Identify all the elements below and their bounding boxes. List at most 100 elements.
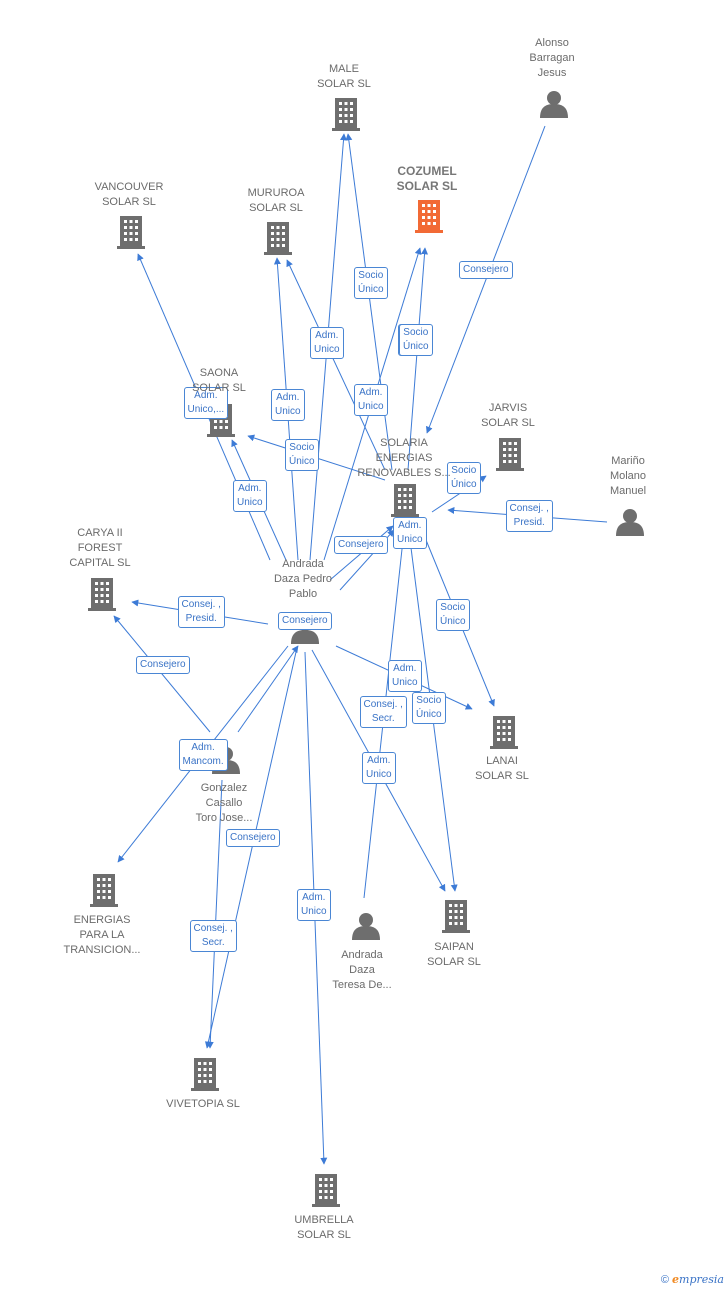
- edge-label-andrada-vancouver[interactable]: Adm.Unico,...: [183, 387, 229, 419]
- building-icon-energias[interactable]: [90, 874, 118, 907]
- footer-brand: © empresia: [661, 1273, 724, 1286]
- edge-solaria-mururoa: [286, 259, 386, 471]
- edge-label-line: Adm.: [393, 663, 417, 674]
- node-label-line: Mariño: [611, 455, 645, 467]
- edge-label-line: Consejero: [140, 659, 186, 670]
- edge-label-andrada-vivetopia[interactable]: Consejero: [226, 829, 280, 847]
- edge-label-andrada-saipan[interactable]: Adm.Unico: [362, 752, 396, 784]
- node-label-line: Teresa De...: [332, 979, 392, 991]
- edge-label-andrada-mururoa[interactable]: Adm.Unico: [271, 389, 305, 421]
- edge-label-line: Socio: [403, 327, 429, 338]
- edge-label-andrada-carya[interactable]: Consej. ,Presid.: [177, 596, 225, 628]
- node-label-line: PARA LA: [79, 929, 125, 941]
- edge-label-line: Unico: [314, 344, 340, 355]
- node-label-line: TRANSICION...: [63, 944, 141, 956]
- edge-label-line: Unico: [275, 406, 301, 417]
- edge-label-andrada-umbrella[interactable]: Adm.Unico: [297, 889, 331, 921]
- node-label-line: Gonzalez: [200, 782, 248, 794]
- edge-label-gonzalez-vivetopia[interactable]: Consej. ,Secr.: [189, 920, 237, 952]
- edge-label-line: Único: [289, 456, 315, 467]
- edge-label-line: Adm.: [398, 520, 422, 531]
- edge-label-andrada-male[interactable]: Adm.Unico: [310, 327, 344, 359]
- edge-label-line: Consej. ,: [509, 503, 549, 514]
- node-label-line: Pablo: [288, 588, 318, 600]
- edge-label-andrada-saona[interactable]: Adm.Unico: [233, 480, 267, 512]
- node-label-saipan[interactable]: SAIPAN SOLAR SL: [394, 940, 514, 970]
- edge-label-gonzalez-andrada[interactable]: Consejero: [278, 612, 332, 630]
- building-icon-saipan[interactable]: [442, 900, 470, 933]
- building-icon-carya[interactable]: [88, 578, 116, 611]
- building-icon-lanai[interactable]: [490, 716, 518, 749]
- building-icon-male[interactable]: [332, 98, 360, 131]
- edge-label-line: Socio: [451, 465, 477, 476]
- edge-label-line: Único: [451, 479, 477, 490]
- person-icon-teresa[interactable]: [352, 913, 380, 940]
- node-label-line: Molano: [609, 470, 647, 482]
- edge-label-solaria-mururoa[interactable]: Adm.Unico: [354, 384, 388, 416]
- person-icon-marino[interactable]: [616, 509, 644, 536]
- edge-label-line: Unico: [237, 497, 263, 508]
- brand-name: mpresia: [679, 1273, 724, 1286]
- building-icon-vancouver[interactable]: [117, 216, 145, 249]
- edge-label-andrada-energias[interactable]: Adm.Mancom.: [178, 739, 228, 771]
- node-label-line: Daza Pedro: [273, 573, 333, 585]
- edge-label-alonso-solaria[interactable]: Consejero: [459, 261, 513, 279]
- building-icon-solaria[interactable]: [391, 484, 419, 517]
- node-label-line: ENERGIAS: [375, 452, 433, 464]
- edge-label-andrada-solaria[interactable]: Adm.Unico: [393, 517, 427, 549]
- copyright-icon: ©: [660, 1274, 669, 1286]
- node-label-line: SAIPAN: [434, 941, 474, 953]
- node-label-line: SOLAR SL: [396, 179, 458, 193]
- node-label-line: UMBRELLA: [294, 1214, 354, 1226]
- node-label-line: SOLARIA: [380, 437, 428, 449]
- node-label-line: FOREST: [77, 542, 123, 554]
- node-label-line: Daza: [349, 964, 375, 976]
- edge-label-teresa-solaria[interactable]: Consej. ,Secr.: [359, 696, 407, 728]
- building-icon-vivetopia[interactable]: [191, 1058, 219, 1091]
- building-icon-cozumel[interactable]: [415, 200, 443, 233]
- edge-label-line: Socio: [416, 695, 442, 706]
- edge-alonso-solaria: [425, 125, 546, 434]
- edge-label-line: Consej. ,: [181, 599, 221, 610]
- edge-label-andrada-solaria[interactable]: Consejero: [334, 536, 388, 554]
- node-label-line: Barragan: [529, 52, 575, 64]
- building-icon-umbrella[interactable]: [312, 1174, 340, 1207]
- building-icon-jarvis[interactable]: [496, 438, 524, 471]
- edge-label-andrada-lanai[interactable]: Adm.Unico: [388, 660, 422, 692]
- person-icon-alonso[interactable]: [540, 91, 568, 118]
- node-label-line: SAONA: [199, 367, 239, 379]
- node-label-line: SOLAR SL: [317, 78, 371, 90]
- edge-label-line: Consej. ,: [193, 923, 233, 934]
- edge-label-marino-solaria[interactable]: Consej. ,Presid.: [505, 500, 553, 532]
- node-label-vivetopia[interactable]: VIVETOPIA SL: [143, 1097, 263, 1112]
- edge-gonzalez-vivetopia: [206, 779, 223, 1049]
- edge-label-gonzalez-carya[interactable]: Consejero: [136, 656, 190, 674]
- node-label-line: Andrada: [341, 949, 383, 961]
- edge-gonzalez-carya: [113, 615, 211, 733]
- building-icon-mururoa[interactable]: [264, 222, 292, 255]
- node-label-line: SOLAR SL: [427, 956, 481, 968]
